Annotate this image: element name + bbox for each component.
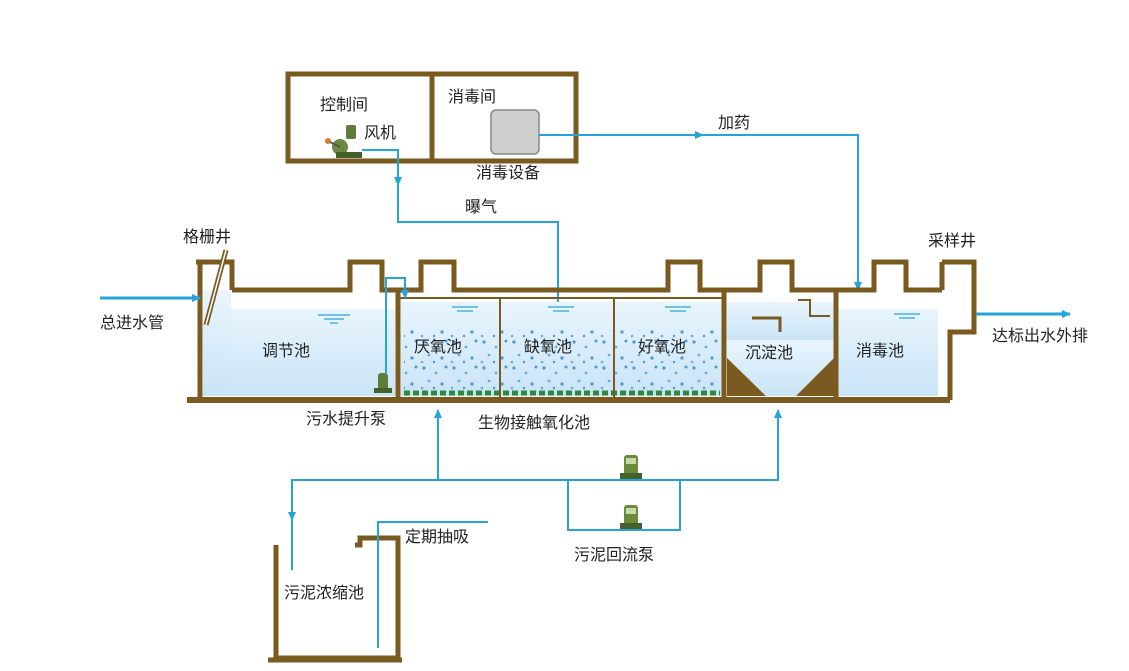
disinfection-tank-label: 消毒池 [856, 341, 904, 360]
disinfect-equipment-label: 消毒设备 [476, 163, 540, 182]
blower-label: 风机 [364, 123, 396, 142]
aerobic-tank-label: 好氧池 [638, 337, 686, 356]
aeration-bubbles [404, 330, 720, 392]
sludge-pipe-left [291, 409, 442, 570]
anaerobic-tank-label: 厌氧池 [414, 337, 462, 356]
sedimentation-hopper [727, 299, 834, 396]
sludge-return-loop [567, 480, 681, 531]
bio-contact-tank-label: 生物接触氧化池 [478, 413, 590, 432]
lift-pump-icon [374, 373, 392, 393]
aeration-label: 曝气 [465, 197, 497, 216]
disinfect-equipment-icon [490, 109, 540, 155]
regulating-tank-label: 调节池 [262, 341, 310, 360]
equipment-building [285, 71, 579, 164]
discharge-label: 达标出水外排 [992, 326, 1088, 345]
sludge-thickener [268, 535, 402, 663]
disinfect-room-label: 消毒间 [448, 87, 496, 106]
main-tank-walls [187, 259, 977, 403]
screen-well-label: 格栅井 [183, 227, 231, 246]
sludge-return-pump-label: 污泥回流泵 [574, 545, 654, 564]
sludge-thickener-label: 污泥浓缩池 [284, 583, 364, 602]
lift-pipe [385, 277, 409, 373]
aeration-pipe [362, 149, 402, 186]
periodic-pumping-label: 定期抽吸 [405, 527, 469, 546]
control-room-label: 控制间 [320, 95, 368, 114]
periodic-pumping-pipe [377, 521, 488, 648]
sludge-return-pipe [438, 409, 782, 481]
dosing-pipe-drop [703, 134, 862, 291]
water-level-marks [318, 306, 920, 324]
sludge-return-pump-icon [620, 455, 642, 529]
lift-pump-label: 污水提升泵 [306, 409, 386, 428]
anoxic-tank-label: 缺氧池 [524, 337, 572, 356]
aeration-pipe-main [397, 185, 559, 305]
sedimentation-tank-label: 沉淀池 [745, 343, 793, 362]
sampling-well-label: 采样井 [928, 231, 976, 250]
blower-icon [325, 125, 362, 158]
dosing-label: 加药 [718, 113, 750, 132]
main-inlet-label: 总进水管 [100, 313, 164, 332]
